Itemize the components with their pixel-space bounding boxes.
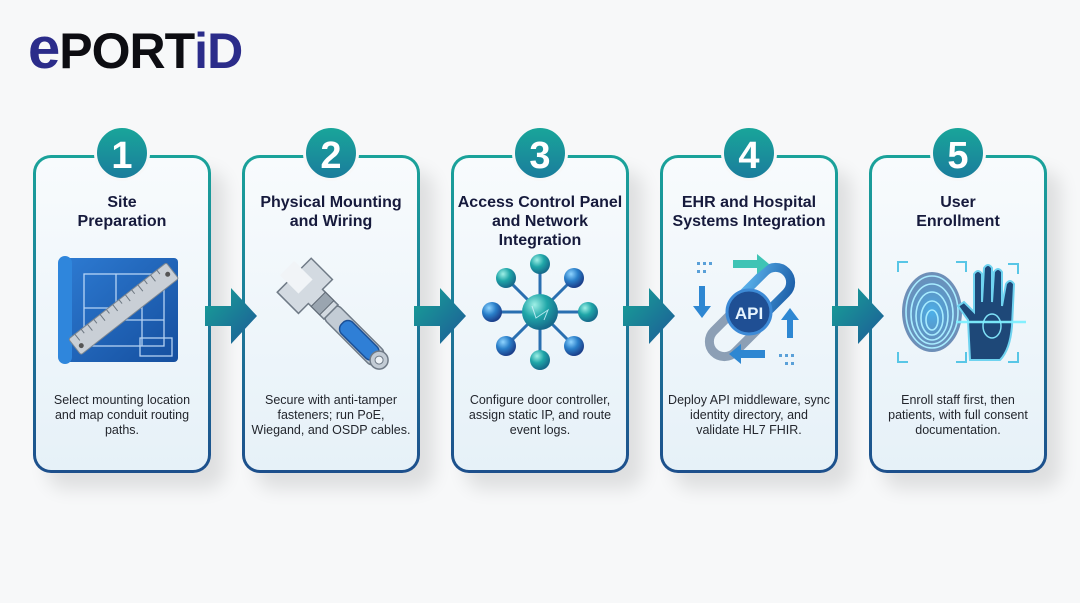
step-number-badge: 5 (930, 125, 986, 181)
step-description: Select mounting location and map conduit… (53, 393, 191, 437)
step-2-card: 2 Physical Mounting and Wiring Secure wi… (242, 125, 420, 473)
step-number-badge: 4 (721, 125, 777, 181)
step-title: User Enrollment (916, 194, 1000, 230)
arrow-right-icon (414, 288, 466, 344)
step-title: Physical Mounting and Wiring (260, 194, 402, 230)
arrow-right-icon (623, 288, 675, 344)
api-label: API (735, 304, 763, 323)
step-description: Secure with anti-tamper fasteners; run P… (251, 393, 411, 437)
step-description: Enroll staff first, then patients, with … (888, 393, 1028, 437)
api-chain-link-icon: API (693, 254, 799, 365)
step-4-card: 4 EHR and Hospital Systems Integration A… (660, 125, 838, 473)
step-1-card: 1 Site Preparation S (33, 125, 211, 473)
step-number-badge: 1 (94, 125, 150, 181)
wrench-icon (276, 257, 389, 370)
arrow-right-icon (205, 288, 257, 344)
step-5-card: 5 User Enrollment Enroll staff first, th… (869, 125, 1047, 473)
step-title: Site Preparation (77, 194, 167, 230)
logo-e: e (28, 16, 60, 81)
arrow-right-icon (832, 288, 884, 344)
blueprint-ruler-icon (58, 256, 179, 364)
logo-id: iD (194, 23, 243, 79)
step-number-badge: 2 (303, 125, 359, 181)
step-3-card: 3 Access Control Panel and Network Integ… (451, 125, 629, 473)
network-hub-icon (482, 254, 598, 370)
logo-port: PORT (59, 23, 195, 79)
step-description: Configure door controller, assign static… (468, 393, 612, 437)
eportid-logo: e PORT iD (28, 16, 243, 81)
step-title: Access Control Panel and Network Integra… (457, 194, 623, 249)
step-description: Deploy API middleware, sync identity dir… (668, 393, 830, 437)
fingerprint-hand-scan-icon (897, 261, 1026, 363)
step-title: EHR and Hospital Systems Integration (672, 194, 826, 230)
step-number-badge: 3 (512, 125, 568, 181)
